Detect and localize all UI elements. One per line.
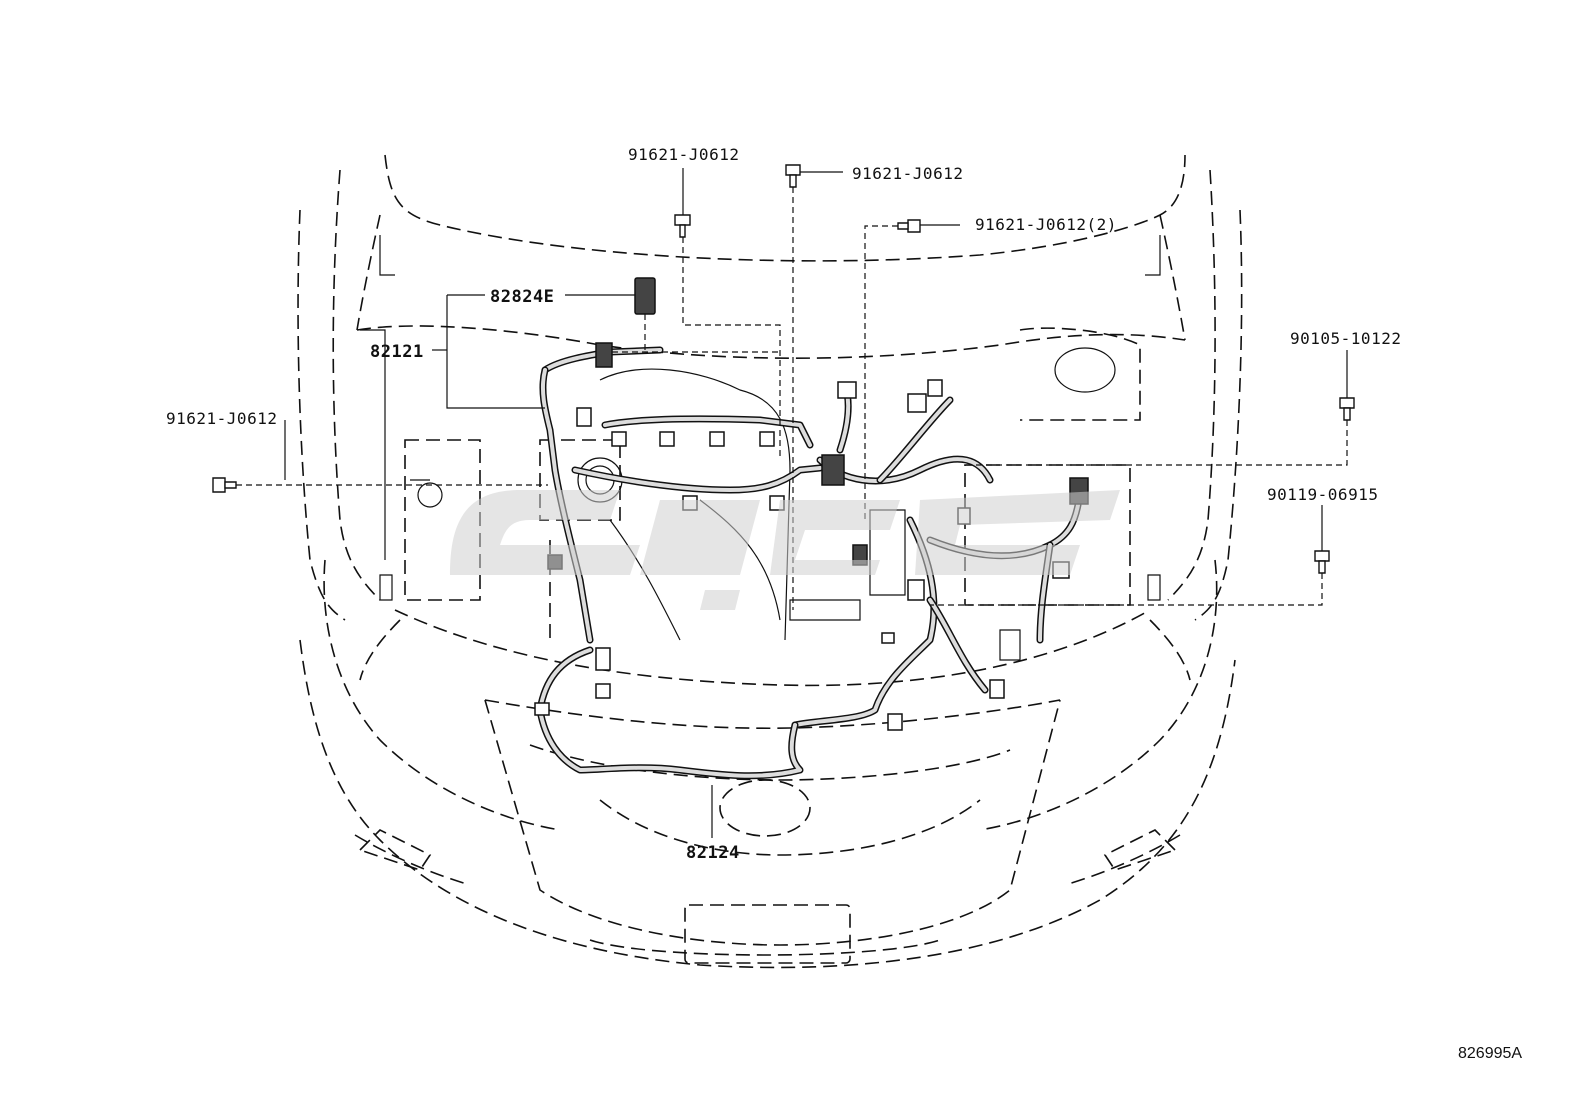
bolt-icon bbox=[1314, 550, 1330, 574]
bolt-icon bbox=[212, 477, 237, 493]
callout-c4: 82824E bbox=[490, 287, 554, 307]
bolt-icon bbox=[897, 219, 921, 233]
figure-id: 826995A bbox=[1458, 1045, 1522, 1062]
bolt-icon bbox=[1339, 397, 1355, 421]
bolt-icon bbox=[785, 164, 801, 188]
callout-c6: 91621-J0612 bbox=[166, 409, 277, 428]
watermark-logo bbox=[450, 490, 1120, 610]
callout-c9: 82124 bbox=[686, 843, 740, 863]
callout-c8: 90119-06915 bbox=[1267, 485, 1378, 504]
callout-c3: 91621-J0612(2) bbox=[975, 215, 1117, 234]
callout-c5: 82121 bbox=[370, 342, 424, 362]
callout-c1: 91621-J0612 bbox=[628, 145, 739, 164]
relay-82824E bbox=[634, 277, 656, 315]
leader-lines bbox=[236, 168, 1348, 838]
callout-c7: 90105-10122 bbox=[1290, 329, 1401, 348]
callout-c2: 91621-J0612 bbox=[852, 164, 963, 183]
harness-connectors bbox=[534, 342, 1089, 731]
bolt-icon bbox=[674, 214, 691, 238]
vehicle-outline bbox=[297, 154, 1243, 969]
